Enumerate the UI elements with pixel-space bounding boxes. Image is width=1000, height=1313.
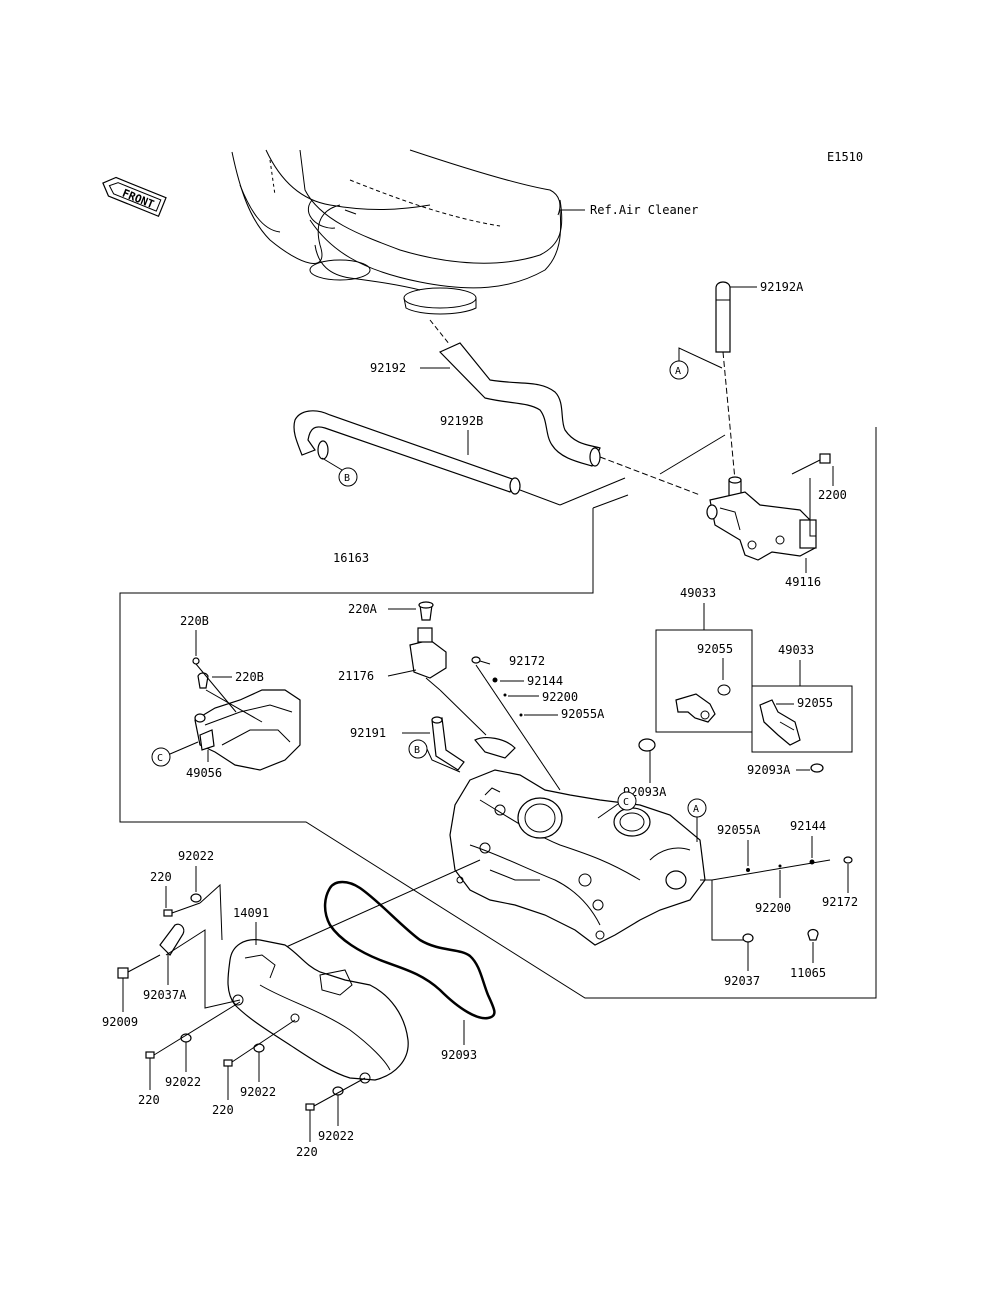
- connector-parts-right: [700, 856, 853, 943]
- part-label-92144-right: 92144: [790, 819, 826, 833]
- part-label-92055-1: 92055: [697, 642, 733, 656]
- part-label-14091: 14091: [233, 906, 269, 920]
- callout-C-left-label: C: [157, 753, 163, 764]
- part-label-49056: 49056: [186, 766, 222, 780]
- part-label-92055A-right: 92055A: [717, 823, 761, 837]
- throttle-body-assembly: [449, 737, 706, 946]
- callout-A-right-label: A: [693, 804, 699, 815]
- part-label-92192A: 92192A: [760, 280, 804, 294]
- injector-2: [759, 699, 801, 746]
- ref-air-cleaner-label: Ref.Air Cleaner: [590, 203, 698, 217]
- part-label-92200-top: 92200: [542, 690, 578, 704]
- part-label-92144-top: 92144: [527, 674, 563, 688]
- bracket-49056: [192, 657, 301, 771]
- part-label-92055-2: 92055: [797, 696, 833, 710]
- callout-B-mid-label: B: [414, 745, 420, 756]
- part-label-21176: 21176: [338, 669, 374, 683]
- injector-1: [675, 684, 731, 723]
- part-label-2200: 2200: [818, 488, 847, 502]
- screw-2200: [791, 453, 831, 475]
- callout-C-mid: [617, 791, 637, 811]
- injector-group-2-frame: [751, 685, 853, 753]
- gasket-92093: [323, 880, 496, 1020]
- part-label-49033-2: 49033: [778, 643, 814, 657]
- part-label-92172-right: 92172: [822, 895, 858, 909]
- callout-A-top-label: A: [675, 366, 681, 377]
- part-label-92192: 92192: [370, 361, 406, 375]
- part-label-49033-1: 49033: [680, 586, 716, 600]
- part-label-11065: 11065: [790, 966, 826, 980]
- hose-92192: [429, 319, 701, 496]
- part-label-92200-right: 92200: [755, 901, 791, 915]
- callout-B-left: [338, 467, 358, 487]
- oring-92093A-1: [638, 738, 656, 752]
- part-label-92192B: 92192B: [440, 414, 483, 428]
- callout-C-mid-label: C: [623, 797, 629, 808]
- air-cleaner-outline: [231, 149, 585, 315]
- part-label-220B-2: 220B: [235, 670, 264, 684]
- part-label-220-a: 220: [150, 870, 172, 884]
- sensor-21176: [409, 601, 487, 736]
- diagram-code: E1510: [827, 150, 863, 164]
- part-label-92022-b: 92022: [165, 1075, 201, 1089]
- connector-parts-top: [471, 656, 561, 791]
- valve-49116: [706, 476, 817, 561]
- hose-92192B: [293, 410, 521, 495]
- part-label-92022-c: 92022: [240, 1085, 276, 1099]
- hose-92192A: [715, 281, 736, 481]
- part-label-220-d: 220: [296, 1145, 318, 1159]
- part-label-92191: 92191: [350, 726, 386, 740]
- throttle-body-group-frame: [119, 427, 877, 999]
- callout-C-left: [151, 747, 171, 767]
- part-label-16163: 16163: [333, 551, 369, 565]
- callout-B-left-label: B: [344, 473, 350, 484]
- part-label-92037: 92037: [724, 974, 760, 988]
- front-arrow-icon: FRONT: [102, 176, 167, 218]
- part-label-92022-d: 92022: [318, 1129, 354, 1143]
- part-label-220-c: 220: [212, 1103, 234, 1117]
- part-label-92022-a: 92022: [178, 849, 214, 863]
- part-label-92093A-2: 92093A: [747, 763, 791, 777]
- fasteners-left: [117, 883, 366, 1111]
- hose-92191: [431, 716, 465, 771]
- oring-92093A-2: [810, 763, 824, 773]
- part-label-92093: 92093: [441, 1048, 477, 1062]
- part-label-220A: 220A: [348, 602, 378, 616]
- part-label-92172-top: 92172: [509, 654, 545, 668]
- part-label-92037A: 92037A: [143, 988, 187, 1002]
- cover-14091: [227, 939, 409, 1084]
- part-label-220B-1: 220B: [180, 614, 209, 628]
- part-label-92009: 92009: [102, 1015, 138, 1029]
- part-label-92055A-top: 92055A: [561, 707, 605, 721]
- part-label-220-b: 220: [138, 1093, 160, 1107]
- part-label-49116: 49116: [785, 575, 821, 589]
